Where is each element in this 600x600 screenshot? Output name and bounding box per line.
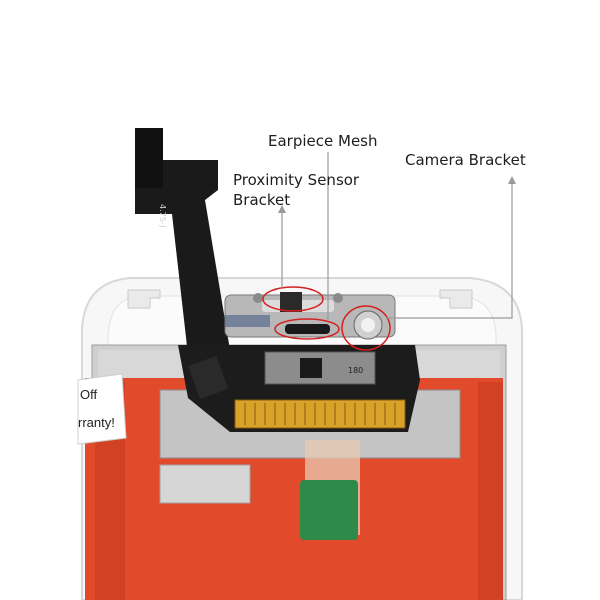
sticker-line-1: Off <box>80 387 98 402</box>
chip-label: 180 <box>348 366 363 375</box>
top-bracket-right <box>439 289 473 309</box>
camera-bracket-label: Camera Bracket <box>405 151 526 169</box>
top-bracket-left <box>127 289 161 309</box>
proximity-highlight <box>262 286 324 312</box>
sticker-line-2: rranty! <box>78 415 115 430</box>
leader-camera <box>386 182 513 319</box>
green-tab <box>300 480 358 540</box>
warranty-sticker <box>77 373 127 445</box>
earpiece-mesh-label: Earpiece Mesh <box>268 132 378 150</box>
camera-highlight <box>341 305 391 351</box>
proximity-sensor-label: Proximity Sensor <box>233 171 360 189</box>
arrow-camera <box>508 176 516 184</box>
copper-strip <box>234 399 406 429</box>
arrow-proximity <box>278 205 286 213</box>
flex-cable-text: 4.7S-J <box>158 204 167 228</box>
proximity-bracket-label: Bracket <box>233 191 291 209</box>
earpiece-highlight <box>274 318 340 340</box>
